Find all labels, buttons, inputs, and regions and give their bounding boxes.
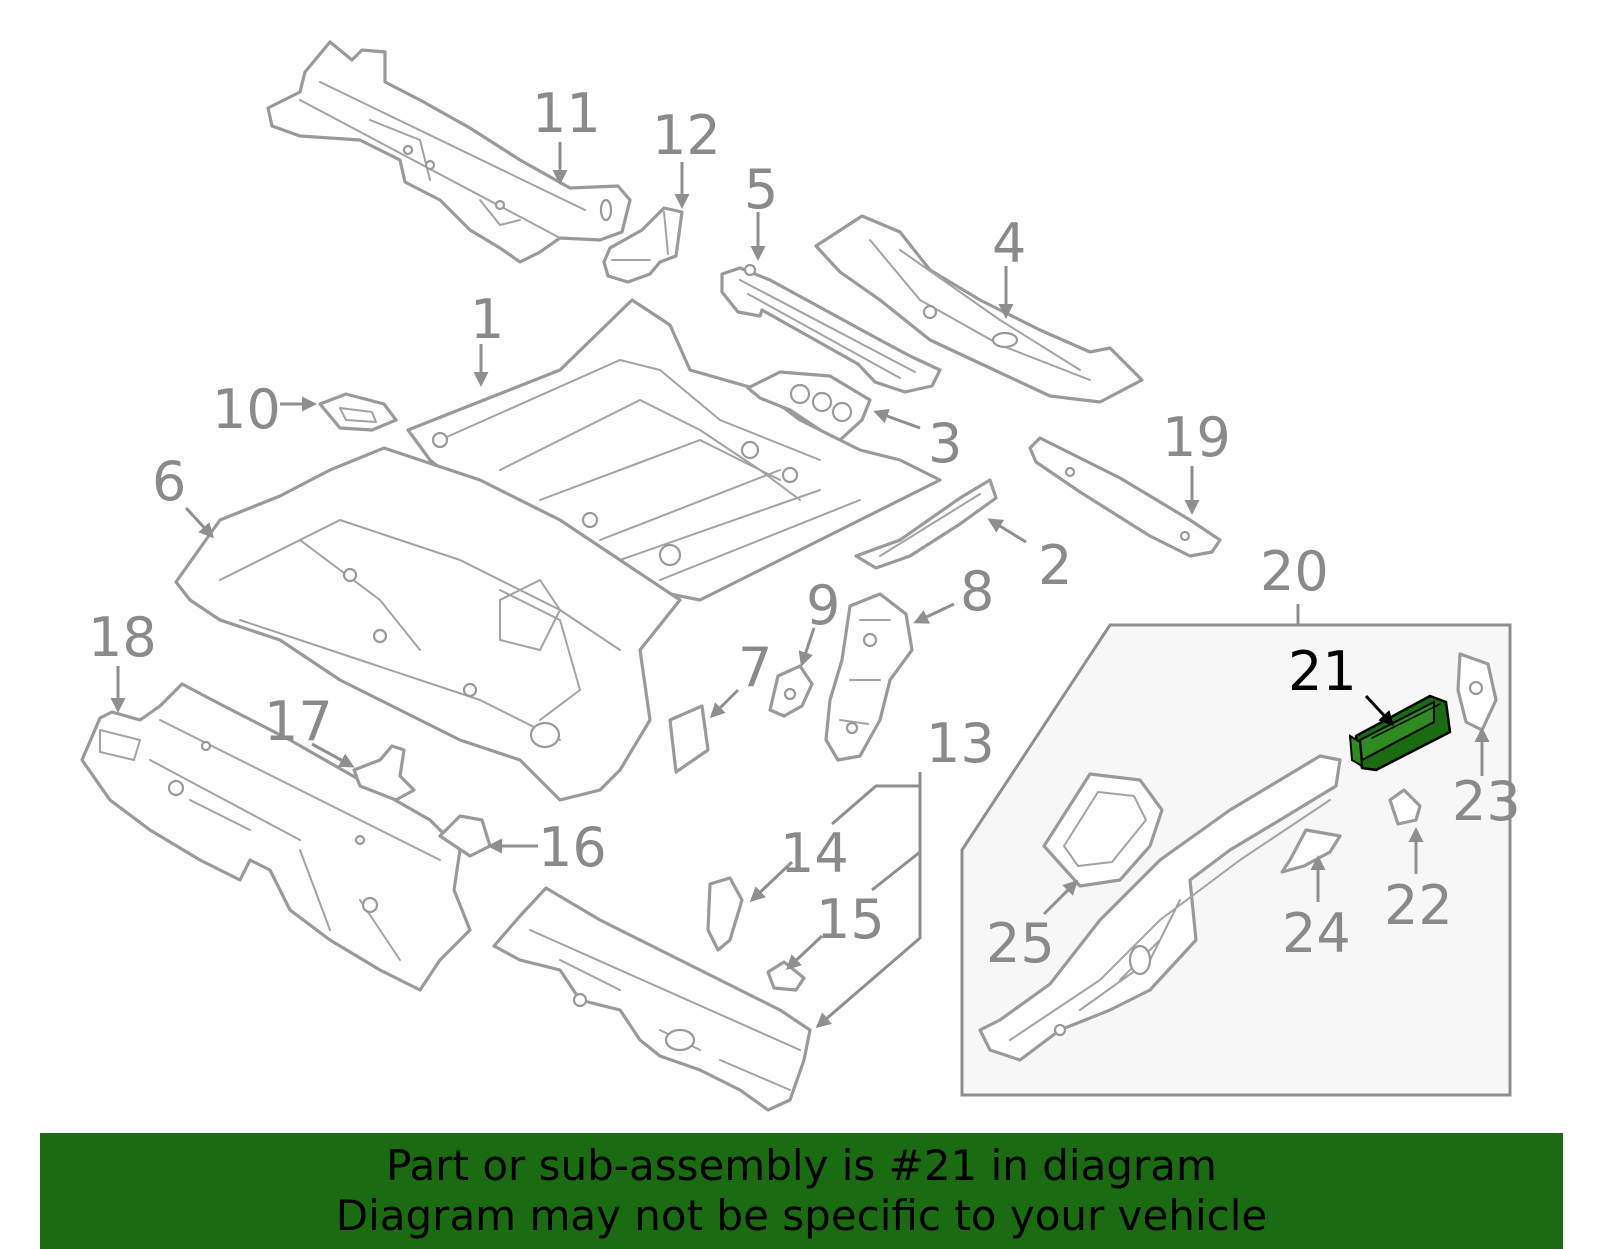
part-2-side-rail xyxy=(854,478,998,570)
callout-12: 12 xyxy=(652,104,721,167)
leader-7 xyxy=(709,688,740,719)
callout-6: 6 xyxy=(152,450,186,513)
callout-8: 8 xyxy=(960,560,994,623)
part-13-lower-cross-member xyxy=(492,886,812,1112)
part-8-vertical-bracket xyxy=(824,592,914,762)
callout-labels: 1 2 3 4 5 6 7 8 9 10 11 12 13 14 15 16 1… xyxy=(88,82,1521,975)
inset-group-20 xyxy=(960,623,1512,1097)
leader-17 xyxy=(311,742,355,768)
part-12-bracket xyxy=(602,206,684,284)
callout-5: 5 xyxy=(744,158,778,221)
callout-24: 24 xyxy=(1282,902,1351,965)
part-20-rail xyxy=(978,754,1342,1062)
leader-15 xyxy=(785,934,824,971)
part-14-bracket xyxy=(706,876,744,952)
part-18-rear-panel xyxy=(80,682,472,992)
banner-line-part-note: Part or sub-assembly is #21 in diagram xyxy=(386,1141,1217,1190)
part-17-clip xyxy=(352,744,416,802)
callout-14: 14 xyxy=(780,822,849,885)
leader-8 xyxy=(913,602,955,624)
callout-21-highlighted: 21 xyxy=(1288,640,1357,703)
callout-2: 2 xyxy=(1038,534,1072,597)
callout-11: 11 xyxy=(532,82,601,145)
leader-3 xyxy=(873,409,921,430)
part-15-clip xyxy=(766,960,806,992)
leader-9 xyxy=(798,627,816,667)
callout-23: 23 xyxy=(1452,770,1521,833)
callout-1: 1 xyxy=(470,288,504,351)
leader-14 xyxy=(749,860,794,903)
part-6-rear-floor xyxy=(174,446,682,802)
leader-6 xyxy=(184,506,215,539)
callout-7: 7 xyxy=(738,636,772,699)
callout-4: 4 xyxy=(992,212,1026,275)
info-banner: Part or sub-assembly is #21 in diagram D… xyxy=(40,1133,1563,1249)
leader-2 xyxy=(987,518,1027,544)
callout-22: 22 xyxy=(1384,874,1453,937)
banner-line-disclaimer: Diagram may not be specific to your vehi… xyxy=(335,1191,1268,1240)
part-25-cover xyxy=(1042,772,1164,888)
callout-9: 9 xyxy=(806,574,840,637)
part-10-plug xyxy=(318,392,398,432)
callout-18: 18 xyxy=(88,606,157,669)
callout-10: 10 xyxy=(212,378,281,441)
part-11-cross-member xyxy=(266,40,632,264)
part-4-rail xyxy=(814,214,1144,404)
callout-16: 16 xyxy=(538,816,607,879)
callout-20: 20 xyxy=(1260,540,1329,603)
leader-21 xyxy=(1364,694,1395,727)
part-19-bar xyxy=(1028,436,1222,558)
callout-25: 25 xyxy=(986,912,1055,975)
part-7-plate xyxy=(668,704,710,774)
part-9-small-bracket xyxy=(768,664,814,718)
leader-13 xyxy=(815,772,922,1028)
callout-13: 13 xyxy=(926,712,995,775)
part-24-bracket xyxy=(1280,828,1342,874)
callout-19: 19 xyxy=(1162,406,1231,469)
part-3-plate xyxy=(746,370,872,442)
leader-13-bracket xyxy=(831,784,920,826)
callout-17: 17 xyxy=(264,690,333,753)
part-21-highlighted-bracket xyxy=(1348,694,1452,772)
callout-15: 15 xyxy=(816,888,885,951)
leader-25 xyxy=(1042,879,1079,916)
leader-13-bracket-15 xyxy=(871,850,921,892)
part-16-clip xyxy=(438,814,492,858)
part-22-bracket xyxy=(1388,788,1422,826)
part-5-brace xyxy=(720,263,942,394)
leader-lines xyxy=(110,142,1490,1028)
callout-3: 3 xyxy=(928,412,962,475)
